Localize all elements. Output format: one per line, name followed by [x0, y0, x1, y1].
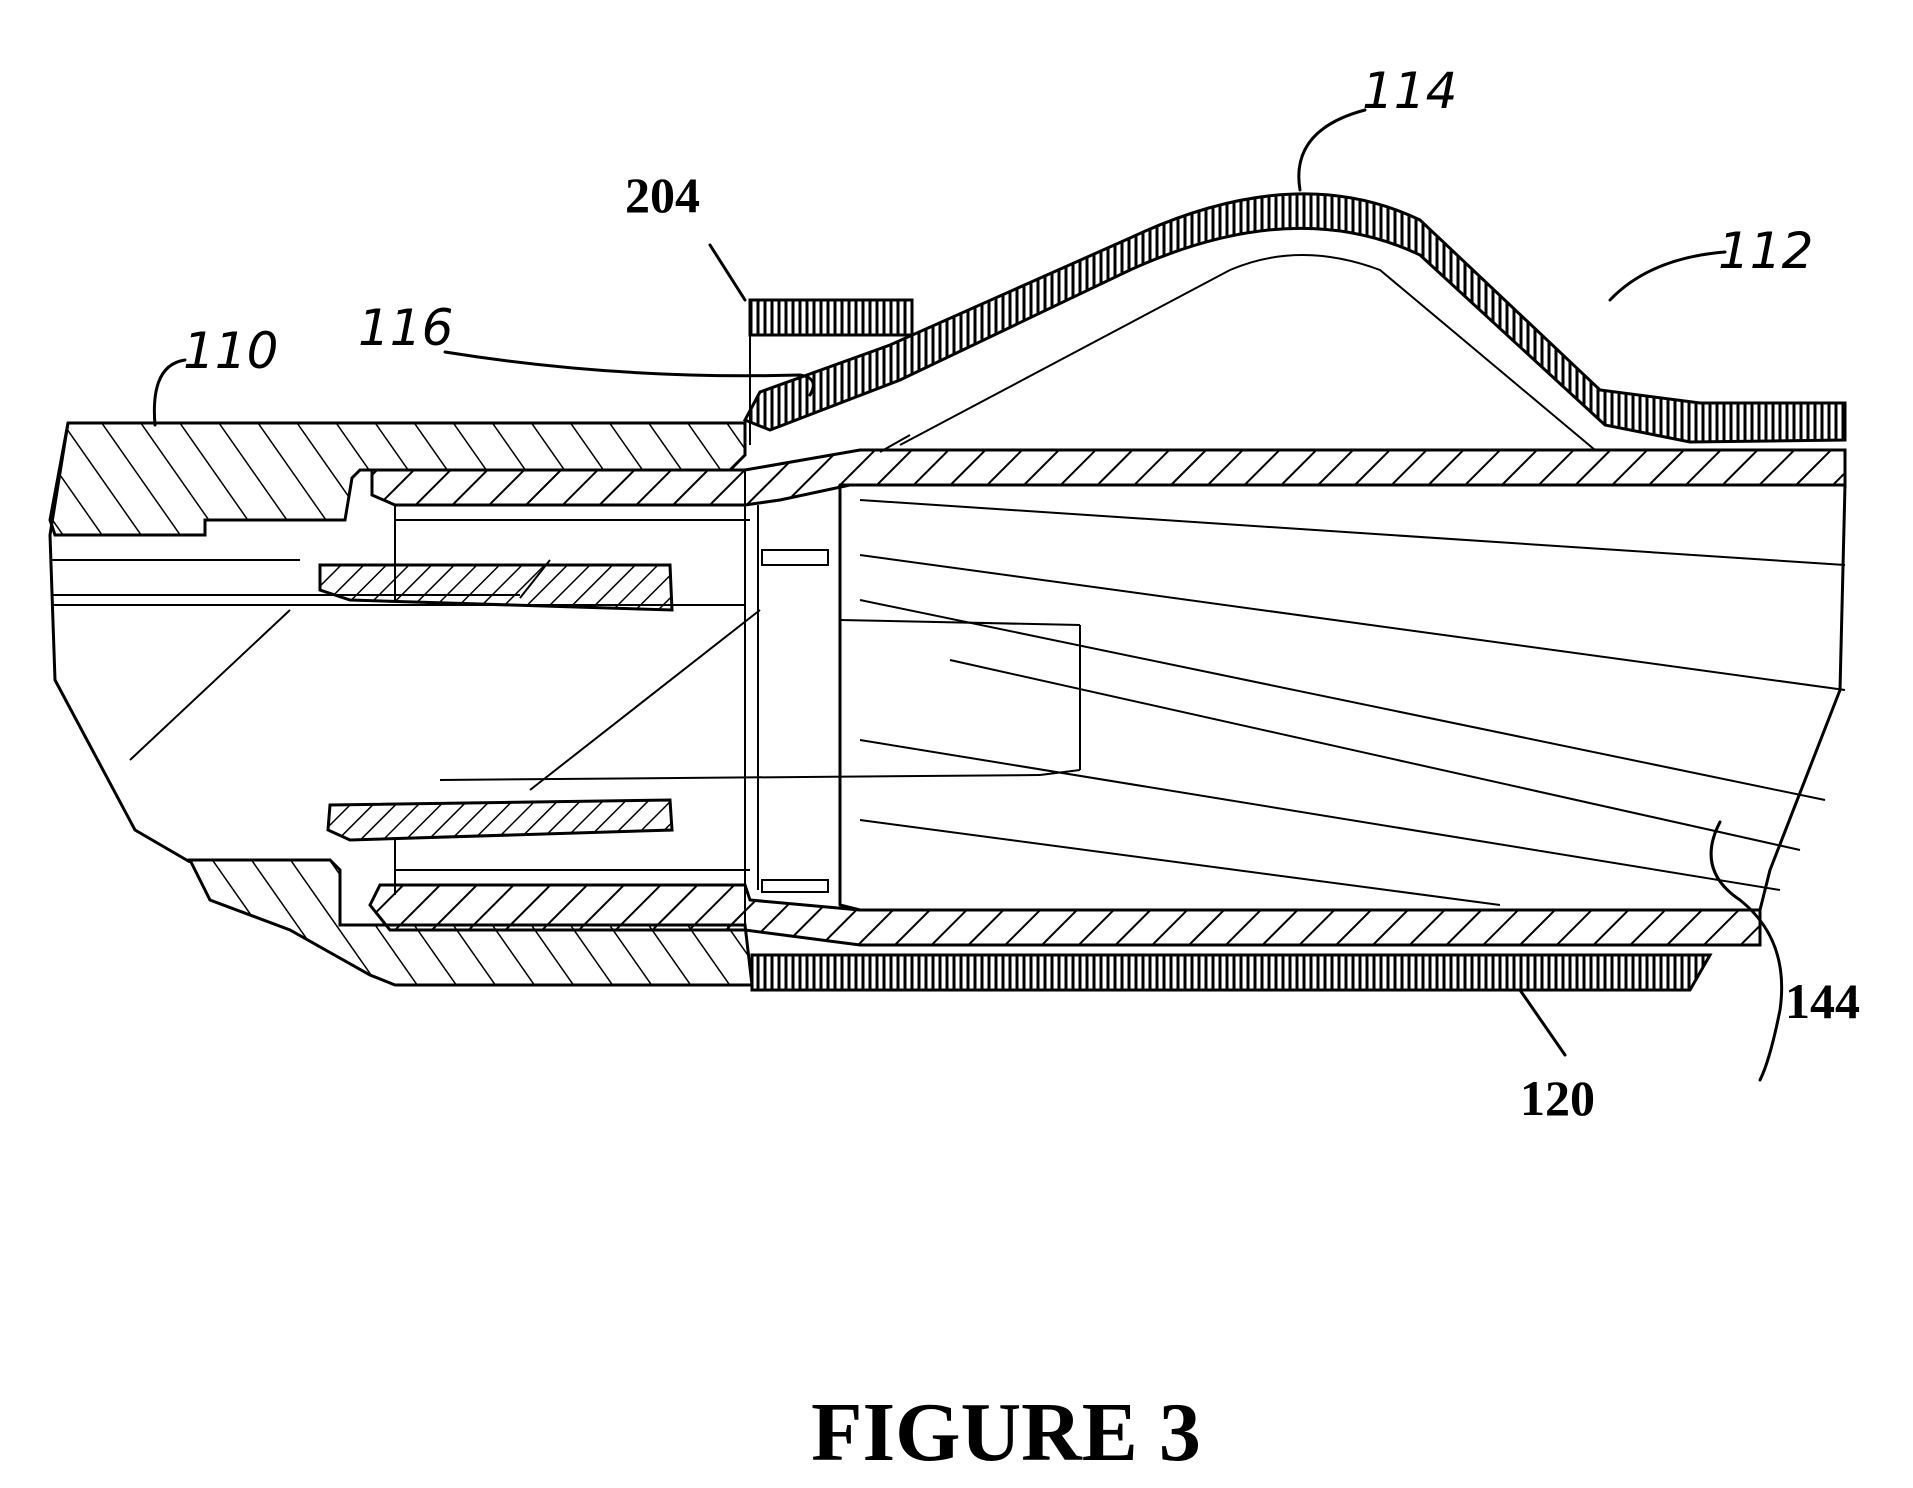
outer-jacket-upper — [742, 192, 1847, 444]
label-144: 144 — [1785, 973, 1860, 1029]
contact-pin-lower — [326, 798, 674, 842]
sleeve-lower — [368, 883, 1762, 947]
inner-sleeve — [318, 448, 1847, 947]
figure-caption: FIGURE 3 — [811, 1386, 1201, 1479]
outer-jacket-lower — [750, 953, 1713, 992]
label-120: 120 — [1520, 1070, 1595, 1126]
housing-outline — [48, 422, 191, 864]
conductor-strands — [859, 499, 1846, 906]
leader-144 — [1709, 820, 1784, 1082]
leader-114 — [1297, 108, 1367, 192]
housing-top-section — [48, 421, 747, 537]
label-204: 204 — [625, 167, 700, 223]
label-116: 116 — [358, 299, 453, 357]
contact-pin-upper — [318, 563, 674, 612]
leader-110 — [152, 358, 187, 427]
label-110: 110 — [183, 322, 278, 380]
jacket-cavity — [899, 254, 1596, 451]
collar-204 — [748, 298, 914, 337]
leader-204 — [708, 243, 747, 302]
upper-jacket — [742, 192, 1847, 453]
label-112: 112 — [1718, 222, 1813, 280]
label-114: 114 — [1362, 62, 1457, 120]
leader-lines — [152, 108, 1784, 1082]
leader-120 — [1518, 988, 1567, 1057]
cable-core — [838, 483, 1847, 912]
leader-112 — [1608, 250, 1727, 302]
leader-116 — [443, 350, 815, 397]
cable-core-outline — [838, 483, 1847, 912]
